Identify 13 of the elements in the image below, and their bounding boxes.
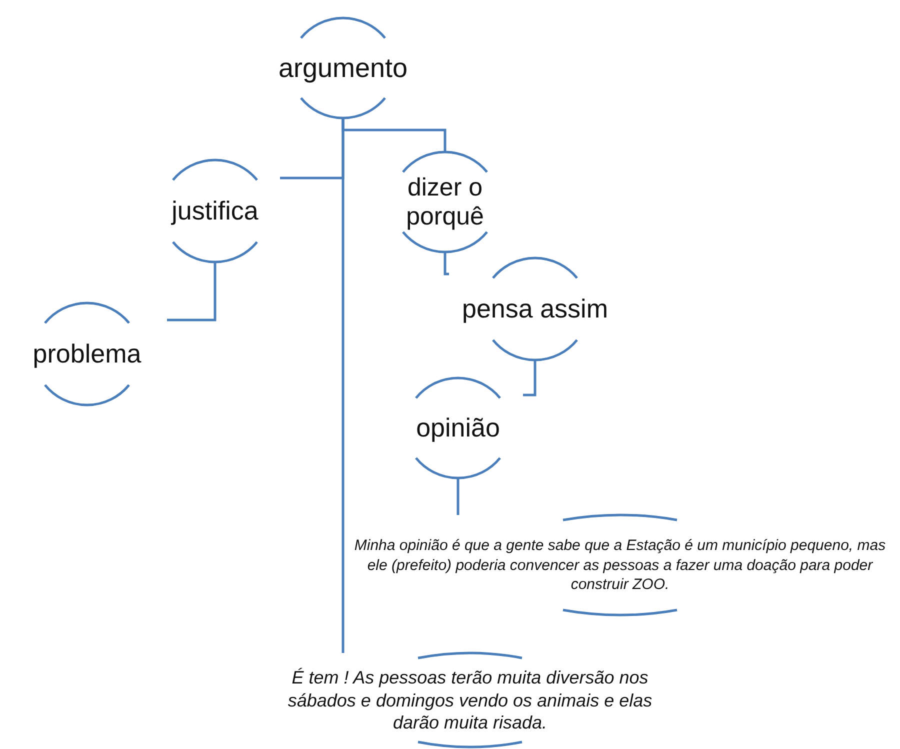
node-label: argumento [277,52,409,84]
connector-line [444,252,449,276]
node-label: problema [32,338,142,370]
connector-line [342,118,344,653]
node-label: opinião [415,412,501,444]
node-label: pensa assim [461,293,609,325]
node-label: justifica [170,195,260,227]
connector-line [167,262,216,322]
note-text: Minha opinião é que a gente sabe que a Estação é um município pequeno, mas ele (prefeito) poderia convencer as pessoas a fazer uma doação para poder construir ZOO. [353,536,887,594]
connector-line [456,478,460,515]
connector-line [523,360,536,396]
note-text: É tem ! As pessoas terão muita diversão nos sábados e domingos vendo os animais e elas darão muita risada. [286,666,654,734]
node-label: dizer o porquê [405,173,485,231]
